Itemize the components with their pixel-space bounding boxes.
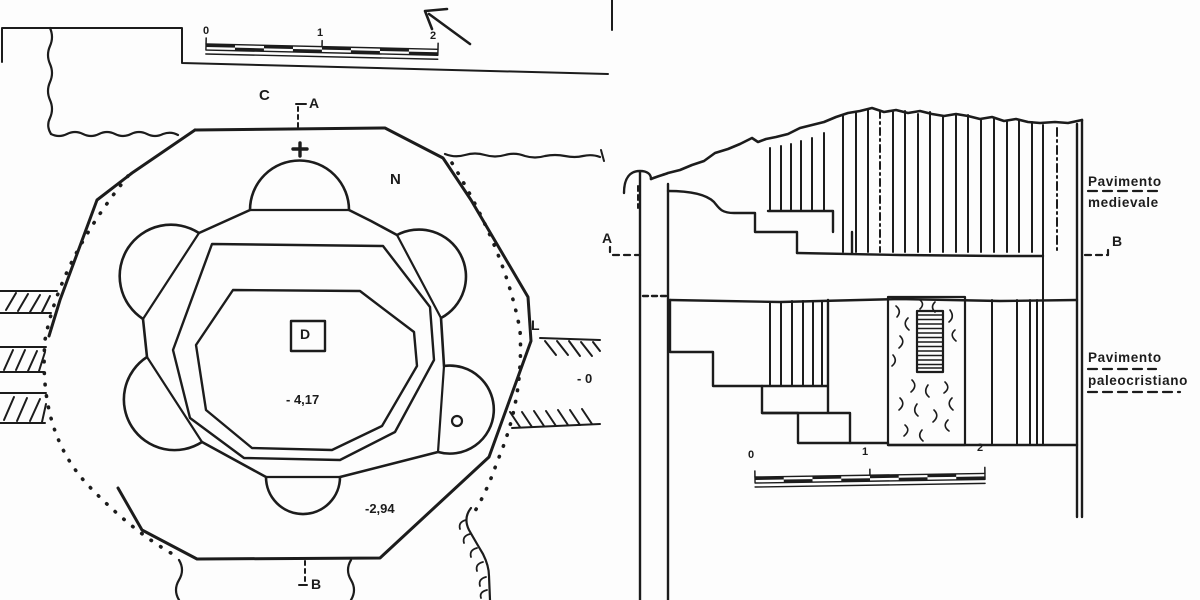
plan-scale-tick-0: 0: [203, 25, 210, 37]
font-steps: [171, 242, 436, 462]
section-scale-tick-1: 1: [862, 446, 869, 458]
broken-wall-edges: [174, 506, 492, 600]
label-underlines: [1086, 189, 1182, 394]
section-scale-tick-2: 2: [977, 442, 984, 454]
font-basin: [194, 288, 464, 452]
section-marker-a: A: [602, 230, 613, 246]
right-wall: [1042, 118, 1084, 519]
cross-mark-icon: [291, 141, 309, 158]
plan-label-d: D: [300, 326, 311, 342]
label-pavimento-medievale-1: Pavimento: [1088, 174, 1162, 189]
excavation-dotted-boundary: [42, 161, 523, 558]
label-pavimento-medievale-2: medievale: [1088, 195, 1159, 210]
plan-label-l: L: [531, 317, 540, 333]
steps-upper: [666, 189, 854, 255]
hatched-wall-stubs-right: [509, 337, 601, 429]
plan-marker-a: A: [309, 95, 320, 111]
section-marker-b: B: [1112, 233, 1123, 249]
label-pavimento-paleocristiano-2: paleocristiano: [1088, 373, 1188, 388]
depth-lower-floor: -2,94: [365, 501, 395, 516]
label-pavimento-paleocristiano-1: Pavimento: [1088, 350, 1162, 365]
section-line-a-section: [608, 245, 642, 257]
north-arrow-icon: [423, 7, 472, 46]
section-scale-tick-0: 0: [748, 449, 755, 461]
drain-hole: [450, 414, 464, 428]
plan-marker-c: C: [259, 87, 270, 104]
steps-lower: [668, 298, 1079, 447]
plan-marker-b: B: [311, 576, 322, 592]
plan-scale-bar: [205, 37, 439, 60]
plan-scale-tick-1: 1: [317, 27, 324, 39]
depth-inner-basin: - 4,17: [286, 392, 320, 407]
section-line-b-plan: [298, 560, 308, 586]
rubble-squiggles: [891, 299, 957, 442]
plan-label-north: N: [390, 171, 401, 188]
plan-scale-tick-2: 2: [430, 30, 437, 42]
left-wall: [622, 169, 670, 600]
ruined-walls: [1, 0, 613, 162]
hatched-wall-stubs-left: [0, 290, 58, 424]
terrain-line: [649, 106, 1084, 181]
section-line-a-plan: [295, 103, 307, 129]
column-core: [915, 309, 945, 374]
lobe-chords: [141, 208, 446, 479]
section-line-b-section: [1083, 248, 1110, 257]
octagon-outline: [47, 126, 533, 561]
masonry-striations-upper: [769, 109, 1033, 253]
rubble-fill: [886, 295, 967, 447]
plan-linework: [0, 0, 613, 600]
section-scale-bar: [754, 466, 986, 488]
depth-truncated: - 0: [577, 372, 593, 385]
section-linework: [608, 106, 1182, 600]
medieval-floor-band: [641, 251, 1079, 304]
d-box: [289, 319, 327, 353]
font-lobed-ring: [118, 159, 496, 516]
